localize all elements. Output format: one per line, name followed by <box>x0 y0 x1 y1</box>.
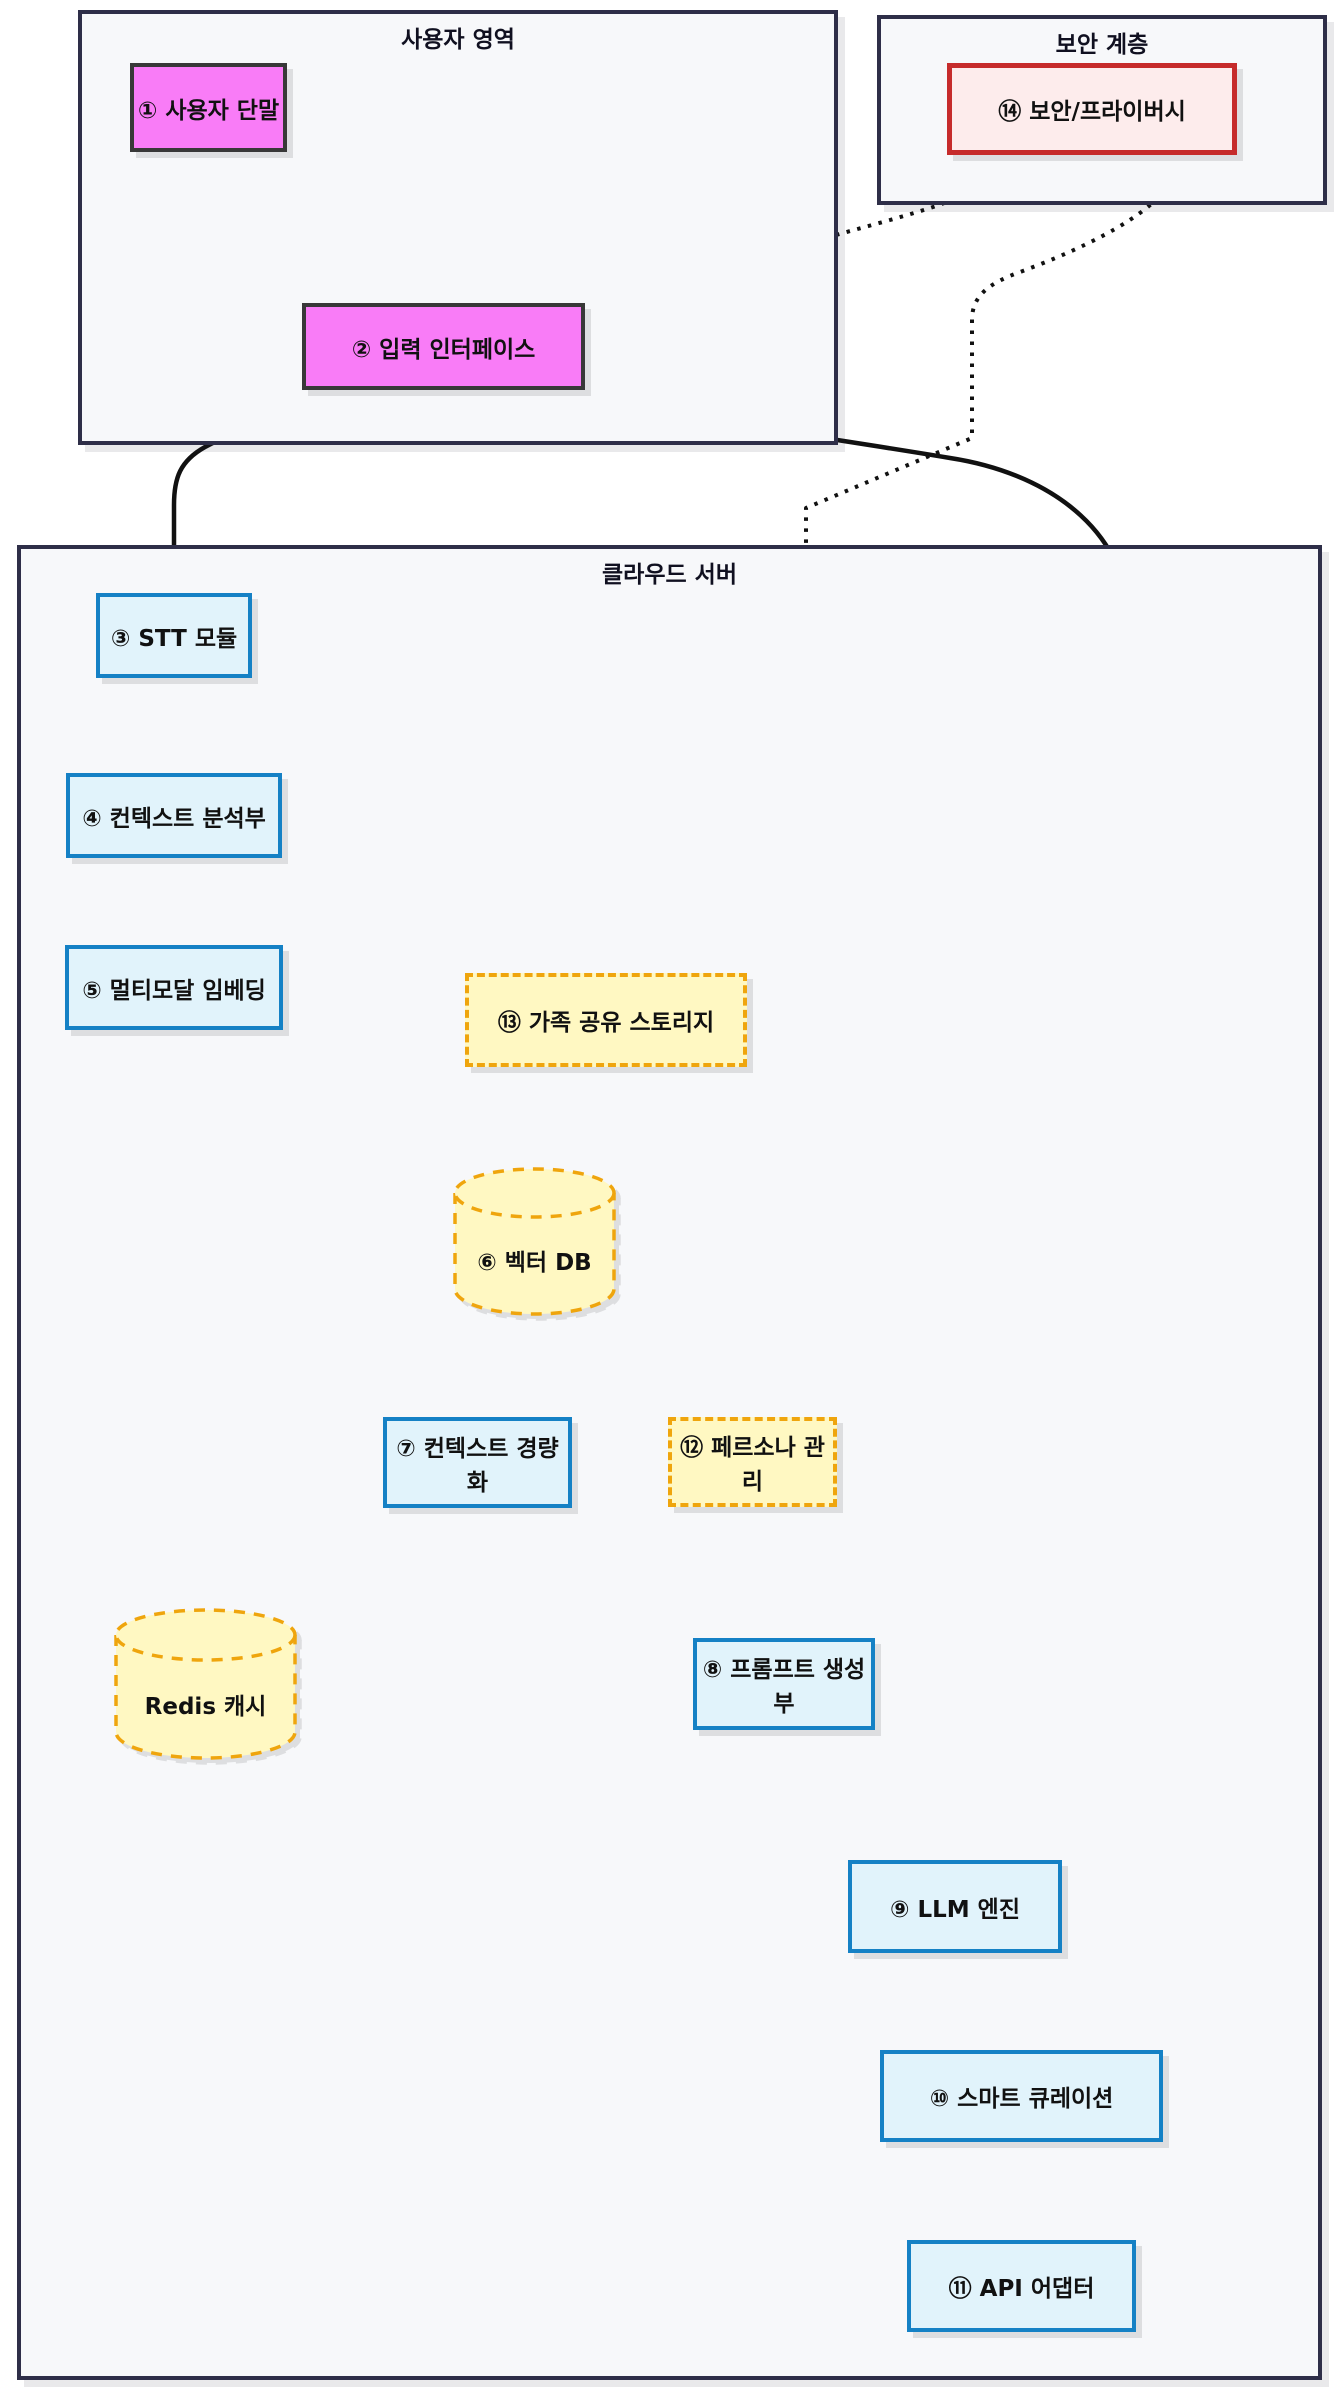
node-llm-engine-label: ⑨ LLM 엔진 <box>889 1896 1020 1923</box>
node-prompt-generator-label: ⑧ 프롬프트 생성부 <box>702 1657 866 1717</box>
node-family-shared-storage-label: ⑬ 가족 공유 스토리지 <box>497 1010 715 1036</box>
node-stt-module: ③ STT 모듈 <box>96 593 252 678</box>
node-user-terminal-label: ① 사용자 단말 <box>137 97 280 124</box>
node-user-terminal: ① 사용자 단말 <box>130 63 287 152</box>
node-context-analyzer-label: ④ 컨텍스트 분석부 <box>82 805 266 832</box>
node-input-interface-label: ② 입력 인터페이스 <box>351 336 536 363</box>
node-llm-engine: ⑨ LLM 엔진 <box>848 1860 1062 1953</box>
container-cloud-server-title: 클라우드 서버 <box>602 562 737 588</box>
node-api-adapter: ⑪ API 어댑터 <box>907 2240 1136 2332</box>
node-context-analyzer: ④ 컨텍스트 분석부 <box>66 773 282 858</box>
node-security-privacy: ⑭ 보안/프라이버시 <box>947 63 1237 155</box>
node-api-adapter-label: ⑪ API 어댑터 <box>948 2276 1095 2302</box>
node-persona-manager: ⑫ 페르소나 관리 <box>668 1417 837 1507</box>
node-vector-db-label: ⑥ 벡터 DB <box>477 1250 592 1276</box>
node-multimodal-embedding: ⑤ 멀티모달 임베딩 <box>65 945 283 1030</box>
node-redis-cache: Redis 캐시 <box>113 1605 298 1763</box>
node-multimodal-embedding-label: ⑤ 멀티모달 임베딩 <box>82 977 266 1004</box>
node-stt-module-label: ③ STT 모듈 <box>110 625 238 652</box>
container-security-layer-title: 보안 계층 <box>1055 32 1149 58</box>
node-persona-manager-label: ⑫ 페르소나 관리 <box>680 1435 825 1495</box>
node-prompt-generator: ⑧ 프롬프트 생성부 <box>693 1638 875 1730</box>
node-vector-db: ⑥ 벡터 DB <box>452 1165 617 1318</box>
redis-cache-cylinder-shape <box>114 1608 297 1760</box>
container-user-area-title: 사용자 영역 <box>401 27 515 53</box>
node-security-privacy-label: ⑭ 보안/프라이버시 <box>998 99 1186 125</box>
node-family-shared-storage: ⑬ 가족 공유 스토리지 <box>465 973 747 1067</box>
node-smart-curation-label: ⑩ 스마트 큐레이션 <box>929 2086 1114 2112</box>
node-redis-cache-label: Redis 캐시 <box>144 1694 267 1720</box>
node-context-lightweight-label: ⑦ 컨텍스트 경량화 <box>396 1435 559 1496</box>
node-smart-curation: ⑩ 스마트 큐레이션 <box>880 2050 1163 2142</box>
node-input-interface: ② 입력 인터페이스 <box>302 303 585 390</box>
node-context-lightweight: ⑦ 컨텍스트 경량화 <box>383 1417 572 1508</box>
vector-db-cylinder-shape <box>453 1167 616 1316</box>
